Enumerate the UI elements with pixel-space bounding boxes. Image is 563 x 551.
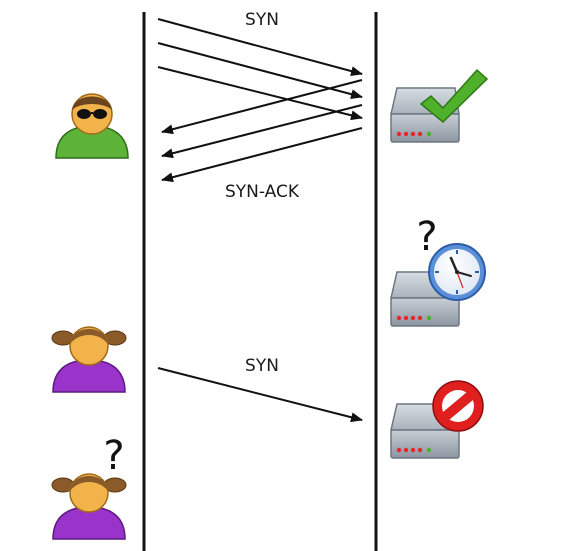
syn-label-bottom: SYN	[245, 356, 279, 376]
syn-ack-arrow-1	[161, 79, 363, 135]
waiting-user-avatar-icon	[51, 473, 127, 540]
attacker-avatar-icon	[55, 93, 129, 159]
syn-arrow-user	[157, 367, 363, 423]
forbidden-icon	[432, 380, 484, 432]
syn-arrows	[157, 18, 363, 121]
clock-icon	[428, 243, 486, 301]
server-forbidden-icon	[390, 380, 484, 459]
syn-label-top: SYN	[245, 10, 279, 30]
syn-arrow-1	[157, 18, 363, 76]
server-clock-icon	[390, 243, 486, 327]
syn-ack-arrow-2	[161, 104, 363, 159]
syn-ack-label: SYN-ACK	[225, 182, 300, 202]
server-checkmark-icon	[390, 68, 489, 143]
syn-arrow-3	[157, 66, 363, 121]
checkmark-icon	[419, 68, 489, 124]
user-avatar-icon	[51, 326, 127, 393]
server-question-mark: ?	[416, 214, 437, 260]
syn-ack-arrows	[161, 79, 363, 183]
syn-ack-arrow-3	[161, 127, 363, 183]
user-question-mark: ?	[103, 433, 124, 479]
